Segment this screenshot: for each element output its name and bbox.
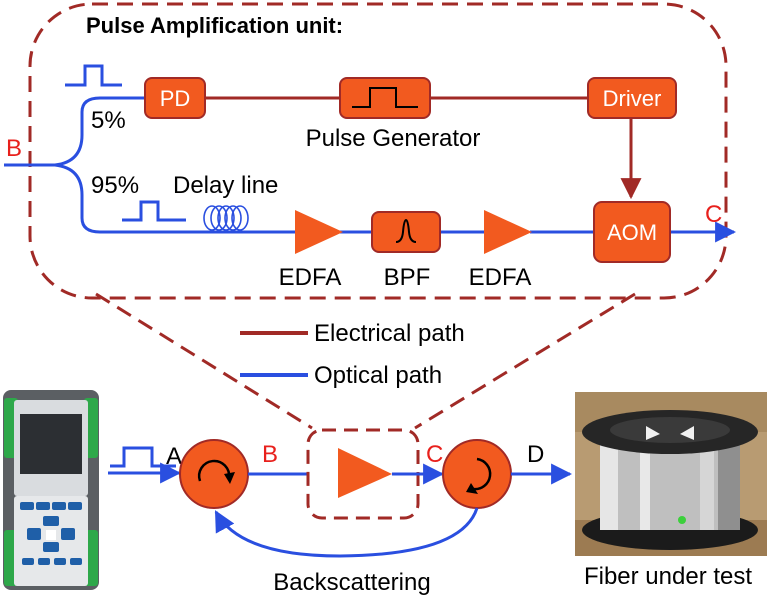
port-label-b-bottom: B [262, 441, 278, 468]
zoom-line-right [414, 292, 636, 430]
pulse-icon [352, 87, 418, 108]
bpf-label: BPF [384, 264, 431, 291]
amplifier-icon [295, 210, 343, 254]
port-label-a: A [166, 443, 182, 470]
split-label-5: 5% [91, 107, 126, 134]
circulator-icon [442, 439, 512, 509]
bandpass-filter-icon [395, 218, 417, 243]
edfa2-label: EDFA [469, 264, 532, 291]
otdr-device-image [3, 390, 99, 590]
driver-box [587, 77, 677, 119]
port-label-unit-in: B [6, 135, 22, 162]
pd-box [144, 77, 206, 119]
pulse-generator-box [339, 77, 431, 119]
amplifier-icon [338, 448, 392, 498]
backscattering-label: Backscattering [273, 569, 430, 596]
port-label-c-bottom: C [426, 441, 443, 468]
amplifier-icon [484, 210, 532, 254]
fiber-coil-icon [203, 205, 249, 231]
unit-title: Pulse Amplification unit: [86, 13, 343, 38]
fiber-under-test-label: Fiber under test [584, 563, 752, 590]
legend-optical-label: Optical path [314, 362, 442, 389]
port-label-d: D [527, 441, 544, 468]
delay-line-label: Delay line [173, 172, 278, 199]
zoom-line-left [95, 292, 313, 430]
port-label-unit-out: C [705, 201, 722, 228]
fiber-spool-image [575, 392, 767, 556]
pulse-icon [122, 200, 186, 222]
pd-label: PD [160, 86, 191, 111]
circulator-icon [179, 439, 249, 509]
coupler-tap-branch [54, 96, 145, 167]
legend-electrical-label: Electrical path [314, 320, 465, 347]
edfa1-label: EDFA [279, 264, 342, 291]
pulse-amplification-unit-frame [28, 2, 728, 300]
aom-label: AOM [607, 220, 657, 245]
coupler-main-branch [54, 163, 295, 234]
pulse-icon [65, 64, 122, 87]
pulse-generator-label: Pulse Generator [306, 125, 481, 152]
bpf-box [371, 211, 441, 253]
backscattering-path [214, 507, 479, 558]
split-label-95: 95% [91, 172, 139, 199]
driver-label: Driver [603, 86, 662, 111]
aom-box [593, 201, 671, 263]
pulse-icon [110, 446, 176, 468]
